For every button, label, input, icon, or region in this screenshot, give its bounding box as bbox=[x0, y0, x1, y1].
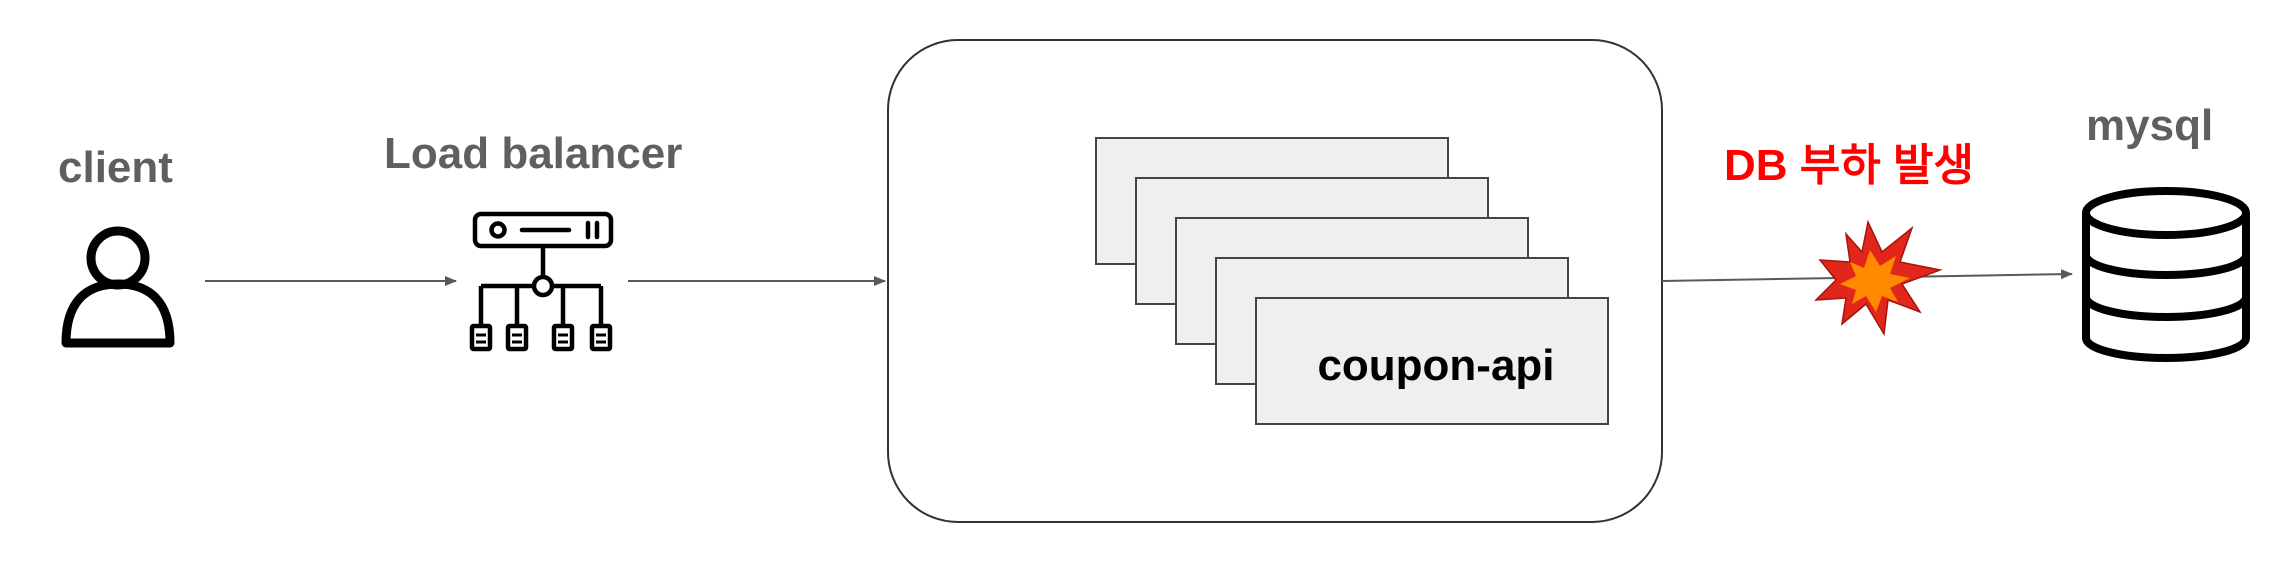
person-icon bbox=[61, 226, 175, 348]
client-label: client bbox=[58, 143, 173, 192]
db-load-annotation: DB 부하 발생 bbox=[1724, 141, 1974, 190]
load-balancer-label: Load balancer bbox=[384, 129, 683, 178]
coupon-api-label: coupon-api bbox=[1317, 341, 1555, 390]
explosion-icon bbox=[1814, 219, 1943, 337]
api-instance bbox=[1255, 297, 1609, 425]
database-icon bbox=[2082, 187, 2250, 362]
load-balancer-icon bbox=[469, 211, 614, 352]
api-instances bbox=[1095, 137, 1609, 425]
mysql-label: mysql bbox=[2086, 101, 2214, 150]
